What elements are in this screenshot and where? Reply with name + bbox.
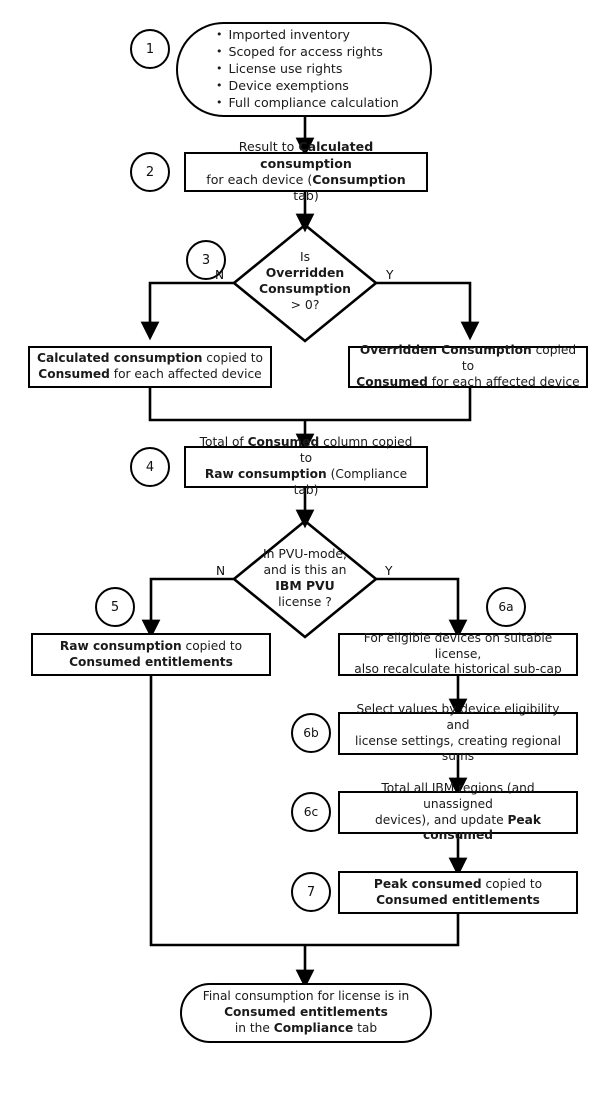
node-2-line2-pre: for each device ( bbox=[206, 172, 313, 187]
connector-3-yes bbox=[376, 281, 480, 341]
node-3-left-line2-post: for each affected device bbox=[109, 367, 262, 381]
node-3-right-line2-bold: Consumed bbox=[356, 374, 428, 389]
node-6b-select-values: Select values by device eligibility and … bbox=[338, 702, 578, 763]
node-5-line1-bold: Raw consumption bbox=[59, 638, 182, 653]
step-number-5: 5 bbox=[95, 587, 135, 627]
node-6c-line1: Total all IBM regions (and unassigned bbox=[381, 780, 535, 811]
node-6c-line2-pre: devices), and update bbox=[374, 812, 508, 827]
node-2-line1-bold: Calculated consumption bbox=[260, 139, 374, 171]
node-6c-line2-bold: Peak consumed bbox=[423, 812, 542, 843]
step-number-7-label: 7 bbox=[306, 884, 316, 900]
decision-2-line4: license ? bbox=[278, 594, 332, 610]
node-3-right-overridden-copied: Overridden Consumption copied to Consume… bbox=[348, 343, 588, 389]
node-2-line2-post: tab) bbox=[293, 188, 319, 204]
decision-2-text: In PVU-mode, and is this an IBM PVU lice… bbox=[230, 546, 380, 611]
step-number-6c: 6c bbox=[291, 792, 331, 832]
bullet-item: License use rights bbox=[216, 61, 420, 78]
decision-1-line4: > 0? bbox=[290, 297, 320, 313]
node-5-line1-post: copied to bbox=[181, 638, 243, 653]
decision-1-line1: Is bbox=[299, 249, 311, 264]
step-number-3-label: 3 bbox=[201, 252, 211, 268]
node-end-final-consumption: Final consumption for license is in Cons… bbox=[180, 983, 432, 1043]
node-4-raw-consumption: Total of Consumed column copied to Raw c… bbox=[184, 435, 428, 497]
node-3-left-line1-post: copied to bbox=[202, 351, 263, 366]
decision-1-branch-yes-label: Y bbox=[386, 268, 394, 282]
node-2-calculated-consumption: Result to Calculated consumption for eac… bbox=[184, 139, 428, 203]
step-number-6b-label: 6b bbox=[303, 726, 319, 740]
decision-1-text: Is Overridden Consumption > 0? bbox=[230, 249, 380, 314]
node-6a-recalculate-subcap: For eligible devices on suitable license… bbox=[338, 630, 578, 677]
step-number-2: 2 bbox=[130, 152, 170, 192]
decision-2-branch-yes-label: Y bbox=[385, 564, 393, 578]
node-6b-line1: Select values by device eligibility and bbox=[356, 701, 560, 732]
node-3-left-calculated-copied: Calculated consumption copied to Consume… bbox=[28, 346, 272, 388]
node-2-line2-bold: Consumption bbox=[312, 172, 406, 187]
node-4-line1-bold: Consumed bbox=[247, 435, 320, 450]
node-4-line1-pre: Total of bbox=[199, 435, 248, 450]
decision-1-line2: Overridden bbox=[265, 265, 345, 281]
step-number-1: 1 bbox=[130, 29, 170, 69]
node-3-right-line1-post: copied to bbox=[461, 343, 577, 374]
node-5-line2-bold: Consumed entitlements bbox=[69, 654, 233, 669]
node-1-inventory: Imported inventory Scoped for access rig… bbox=[176, 22, 432, 117]
step-number-5-label: 5 bbox=[110, 599, 120, 615]
step-number-2-label: 2 bbox=[145, 164, 155, 180]
connector-5-yes bbox=[376, 577, 468, 639]
decision-2-line2: and is this an bbox=[263, 562, 347, 578]
step-number-3: 3 bbox=[186, 240, 226, 280]
decision-2-line1: In PVU-mode, bbox=[262, 546, 347, 561]
node-7-line1-post: copied to bbox=[481, 876, 543, 891]
node-7-line2-bold: Consumed entitlements bbox=[376, 892, 540, 907]
step-number-6b: 6b bbox=[291, 713, 331, 753]
node-end-line3-bold: Compliance bbox=[273, 1020, 354, 1035]
node-3-right-line2-post: for each affected device bbox=[427, 374, 580, 389]
decision-2-branch-no-label: N bbox=[216, 564, 226, 578]
node-1-bullet-list: Imported inventory Scoped for access rig… bbox=[178, 27, 430, 111]
node-end-line3-pre: in the bbox=[234, 1020, 274, 1035]
node-2-line1-pre: Result to bbox=[238, 139, 299, 155]
node-4-line2-bold: Raw consumption bbox=[204, 467, 327, 481]
node-6a-line2: also recalculate historical sub-cap bbox=[354, 662, 562, 677]
step-number-1-label: 1 bbox=[145, 41, 155, 57]
step-number-4: 4 bbox=[130, 447, 170, 487]
step-number-7: 7 bbox=[291, 872, 331, 912]
decision-1-branch-no-label: N bbox=[215, 268, 225, 282]
node-6c-total-ibm-regions: Total all IBM regions (and unassigned de… bbox=[338, 781, 578, 842]
node-4-line2-post: (Compliance tab) bbox=[293, 467, 408, 497]
node-7-peak-to-consumed-entitlements: Peak consumed copied to Consumed entitle… bbox=[338, 871, 578, 914]
decision-2-line3: IBM PVU bbox=[275, 578, 335, 594]
decision-1-line3: Consumption bbox=[259, 281, 351, 297]
node-end-line3-post: tab bbox=[353, 1020, 378, 1035]
connector-3-no bbox=[140, 281, 234, 341]
connector-merge-3 bbox=[148, 388, 472, 422]
connector-5-no bbox=[141, 577, 234, 639]
node-6a-line1: For eligible devices on suitable license… bbox=[363, 630, 553, 661]
step-number-6c-label: 6c bbox=[303, 805, 319, 819]
step-number-6a-label: 6a bbox=[498, 600, 514, 614]
step-number-4-label: 4 bbox=[145, 459, 155, 475]
node-7-line1-bold: Peak consumed bbox=[373, 876, 482, 891]
node-6b-line2: license settings, creating regional sums bbox=[354, 733, 562, 764]
bullet-item: Scoped for access rights bbox=[216, 44, 420, 61]
bullet-item: Imported inventory bbox=[216, 27, 420, 44]
step-number-6a: 6a bbox=[486, 587, 526, 627]
bullet-item: Device exemptions bbox=[216, 78, 420, 95]
node-3-left-line1-bold: Calculated consumption bbox=[37, 351, 203, 366]
node-4-line1-post: column copied to bbox=[299, 435, 413, 466]
node-3-right-line1-bold: Overridden Consumption bbox=[359, 343, 532, 358]
node-5-raw-to-consumed-entitlements: Raw consumption copied to Consumed entit… bbox=[31, 633, 271, 676]
node-end-line1: Final consumption for license is in bbox=[202, 989, 410, 1004]
node-end-line2: Consumed entitlements bbox=[224, 1005, 388, 1020]
bullet-item: Full compliance calculation bbox=[216, 95, 420, 112]
node-3-left-line2-bold: Consumed bbox=[38, 367, 110, 381]
